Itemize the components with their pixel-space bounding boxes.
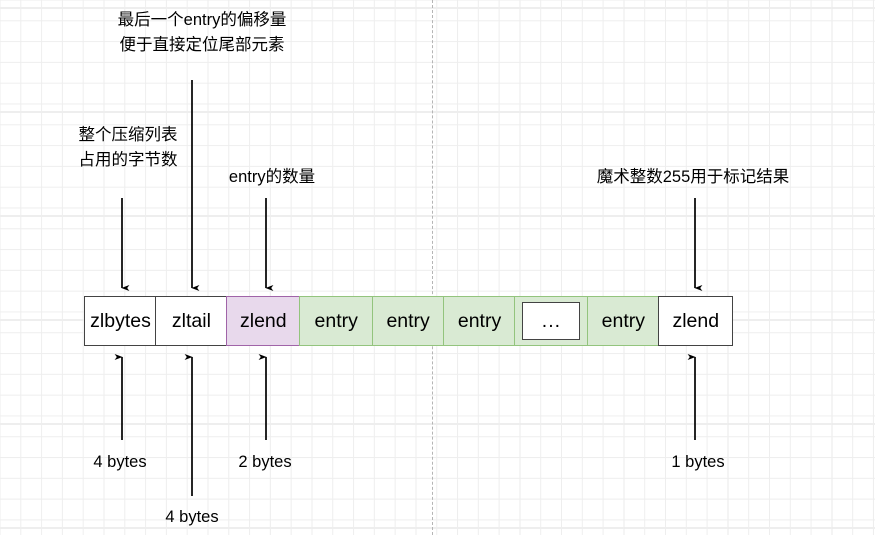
page-break-guide xyxy=(432,0,433,535)
annotation-line: entry的数量 xyxy=(228,168,316,186)
label-zltail-bytes: 4 bytes xyxy=(152,505,232,530)
bar-cell-ellipsis: ... xyxy=(514,296,589,346)
label-end-bytes: 1 bytes xyxy=(658,450,738,475)
bar-cell-entry: entry xyxy=(586,296,660,346)
bar-cell-zlend-count: zlend xyxy=(225,296,301,346)
bar-cell-zltail: zltail xyxy=(155,296,228,346)
annotation-zlbytes-size: 整个压缩列表 占用的字节数 xyxy=(66,123,190,173)
ziplist-bar: zlbytes zltail zlend entry entry entry .… xyxy=(84,296,734,346)
annotation-line: 4 bytes xyxy=(93,453,147,471)
annotation-entry-count: entry的数量 xyxy=(222,165,322,190)
annotation-line: 便于直接定位尾部元素 xyxy=(119,36,285,54)
bar-cell-entry: entry xyxy=(299,296,374,346)
bar-cell-zlbytes: zlbytes xyxy=(84,296,157,346)
annotation-zltail-offset: 最后一个entry的偏移量 便于直接定位尾部元素 xyxy=(96,8,308,58)
annotation-line: 占用的字节数 xyxy=(78,151,178,169)
annotation-line: 魔术整数255用于标记结果 xyxy=(596,168,790,186)
annotation-line: 2 bytes xyxy=(238,453,292,471)
bar-cell-ellipsis-label: ... xyxy=(522,302,581,340)
annotation-line: 整个压缩列表 xyxy=(78,126,178,144)
annotation-line: 4 bytes xyxy=(165,508,219,526)
bar-cell-entry: entry xyxy=(443,296,517,346)
annotation-magic-number: 魔术整数255用于标记结果 xyxy=(578,165,808,190)
bar-cell-zlend-terminator: zlend xyxy=(658,296,734,346)
annotation-line: 最后一个entry的偏移量 xyxy=(117,11,287,29)
annotation-line: 1 bytes xyxy=(671,453,725,471)
bar-cell-entry: entry xyxy=(371,296,445,346)
label-zlbytes-bytes: 4 bytes xyxy=(80,450,160,475)
label-zlend-bytes: 2 bytes xyxy=(225,450,305,475)
